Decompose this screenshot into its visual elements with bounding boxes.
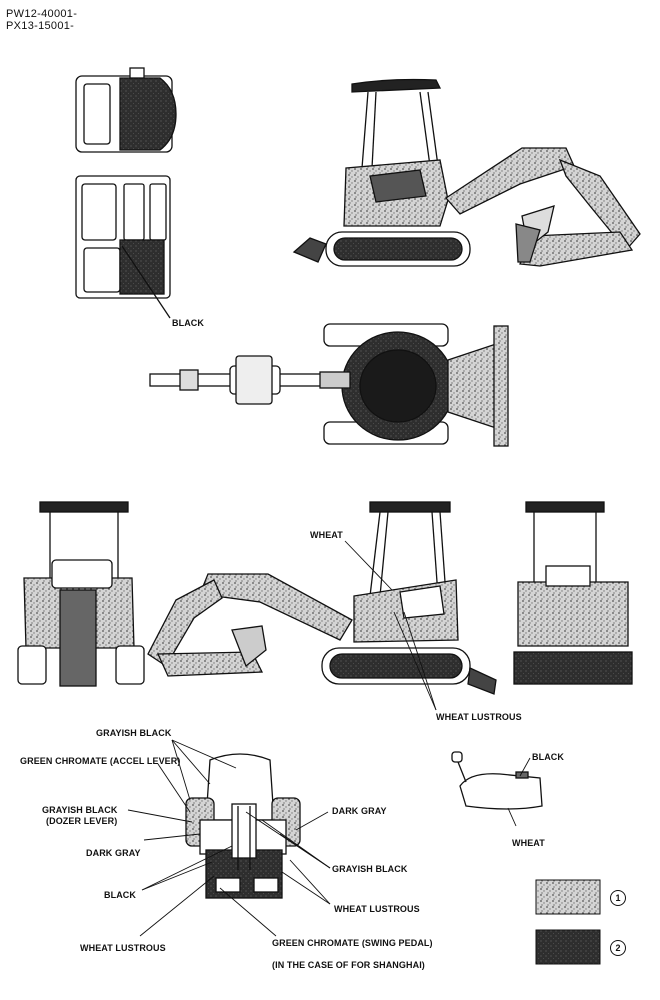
label-wheat: WHEAT	[310, 530, 343, 540]
excavator-side-view	[292, 78, 641, 267]
label-black-tank: BLACK	[532, 752, 564, 762]
excavator-rear-view-left	[17, 501, 145, 687]
label-dark-gray-left: DARK GRAY	[86, 848, 141, 858]
label-shanghai-note: (IN THE CASE OF FOR SHANGHAI)	[272, 960, 425, 970]
legend-swatch-1	[535, 879, 601, 915]
label-wheat-lustrous-mid: WHEAT LUSTROUS	[436, 712, 522, 722]
cab-front-view	[75, 175, 171, 319]
legend-number-1: 1	[610, 890, 626, 906]
fuel-tank-detail	[451, 751, 543, 827]
legend-number-2: 2	[610, 940, 626, 956]
label-grayish-black-dozer: GRAYISH BLACK	[42, 805, 118, 815]
cab-top-view	[75, 67, 177, 153]
excavator-rear-view-right	[513, 501, 633, 685]
legend-swatches	[535, 879, 601, 965]
excavator-side-view-2	[147, 501, 497, 695]
label-green-chromate-accel: GREEN CHROMATE (ACCEL LEVER)	[20, 756, 181, 766]
label-grayish-black-top: GRAYISH BLACK	[96, 728, 172, 738]
label-green-chromate-swing: GREEN CHROMATE (SWING PEDAL)	[272, 938, 433, 948]
leader-lines-middle	[344, 540, 437, 711]
excavator-top-view	[149, 323, 509, 447]
label-dark-gray-right: DARK GRAY	[332, 806, 387, 816]
label-dozer-lever: (DOZER LEVER)	[46, 816, 118, 826]
label-wheat-lustrous-bottom: WHEAT LUSTROUS	[80, 943, 166, 953]
label-wheat-tank: WHEAT	[512, 838, 545, 848]
label-wheat-lustrous-right: WHEAT LUSTROUS	[334, 904, 420, 914]
label-grayish-black-right: GRAYISH BLACK	[332, 864, 408, 874]
leader-lines-bottom	[127, 739, 331, 937]
operator-seat-detail	[185, 753, 301, 899]
label-black-seat: BLACK	[104, 890, 136, 900]
label-black-cab: BLACK	[172, 318, 204, 328]
serial-number-1: PW12-40001-	[6, 8, 78, 20]
serial-number-2: PX13-15001-	[6, 20, 75, 32]
legend-swatch-2	[535, 929, 601, 965]
